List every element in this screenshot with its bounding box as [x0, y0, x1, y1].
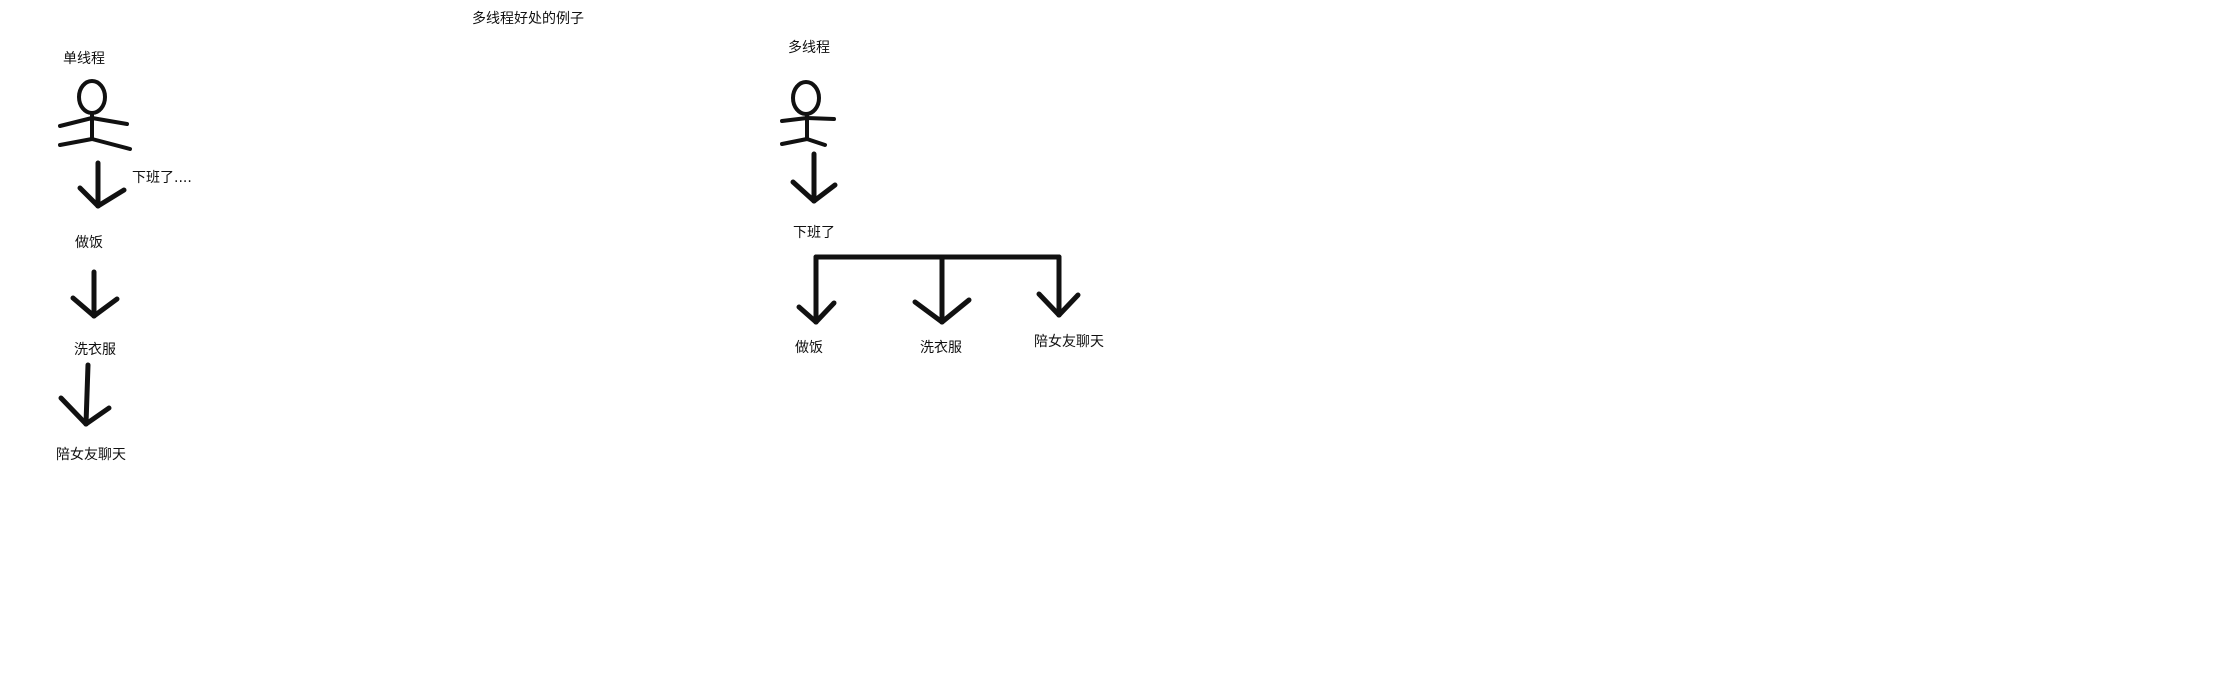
multi-thread-person-icon — [780, 80, 836, 147]
multi-thread-arrow-main — [790, 151, 838, 204]
single-thread-step-3: 陪女友聊天 — [56, 447, 126, 463]
multi-thread-person-right-arm — [805, 116, 836, 121]
single-thread-off-work-label: 下班了.... — [132, 170, 192, 186]
multi-thread-person-left-arm — [780, 116, 809, 123]
multi-thread-arrow-1 — [796, 300, 837, 325]
multi-thread-person-head — [791, 80, 821, 116]
single-thread-title: 单线程 — [63, 51, 105, 67]
single-thread-person-head — [77, 79, 107, 115]
single-thread-arrow-3 — [58, 362, 112, 427]
multi-thread-task-3: 陪女友聊天 — [1034, 334, 1104, 350]
multi-thread-title: 多线程 — [788, 40, 830, 56]
multi-thread-branch — [813, 254, 1062, 325]
single-thread-step-2: 洗衣服 — [74, 342, 116, 358]
multi-thread-person-right-leg — [805, 137, 827, 147]
single-thread-arrow-1 — [77, 160, 127, 209]
single-thread-person-left-arm — [58, 116, 94, 128]
multi-thread-off-work-label: 下班了 — [793, 225, 835, 241]
single-thread-arrow-2 — [70, 269, 120, 319]
multi-thread-arrow-3 — [1036, 291, 1081, 318]
single-thread-person-right-leg — [90, 137, 132, 151]
single-thread-person-icon — [58, 79, 132, 151]
multi-thread-arrow-2 — [912, 297, 972, 325]
multi-thread-person-left-leg — [780, 137, 809, 146]
diagram-title: 多线程好处的例子 — [472, 11, 584, 27]
multi-thread-task-2: 洗衣服 — [920, 340, 962, 356]
single-thread-person-left-leg — [58, 137, 94, 147]
single-thread-person-right-arm — [90, 116, 129, 126]
single-thread-step-1: 做饭 — [75, 235, 103, 251]
multi-thread-task-1: 做饭 — [795, 340, 823, 356]
